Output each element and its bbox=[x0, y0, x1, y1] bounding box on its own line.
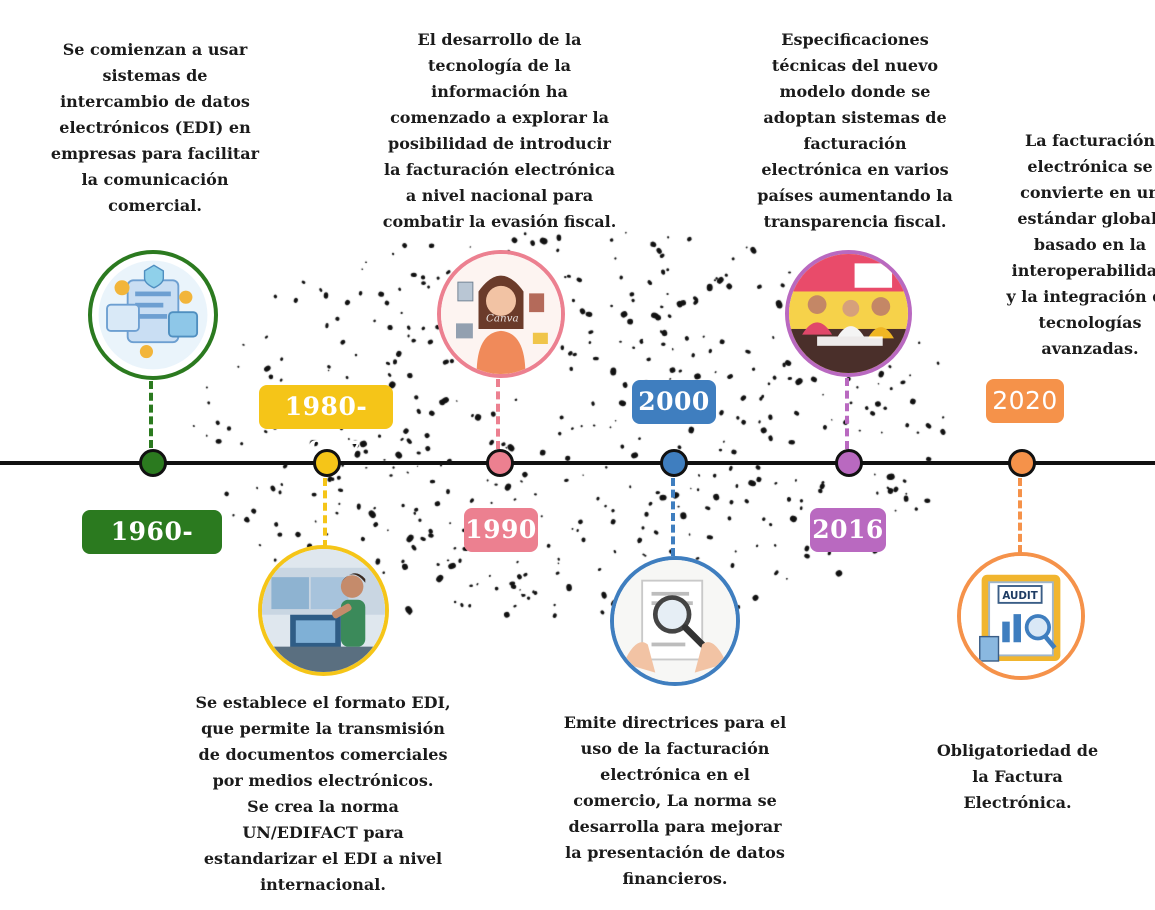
classroom-icon bbox=[785, 250, 912, 377]
timeline-dot-1980 bbox=[313, 449, 341, 477]
connector-1980 bbox=[323, 478, 327, 548]
audit-report-icon: AUDIT bbox=[957, 552, 1085, 680]
milestone-1960-text: Se comienzan a usar sistemas de intercam… bbox=[50, 40, 260, 215]
timeline-dot-2000 bbox=[660, 449, 688, 477]
year-label-1990: 1990 bbox=[464, 508, 538, 552]
year-label-2000: 2000 bbox=[632, 380, 716, 424]
office-worker-icon bbox=[258, 545, 389, 676]
milestone-2020-text2: Obligatoriedad de la Factura Electrónica… bbox=[936, 741, 1099, 812]
connector-2016 bbox=[845, 378, 849, 449]
magnifier-invoice-icon bbox=[610, 556, 740, 686]
woman-bills-icon: Canva bbox=[437, 250, 565, 378]
year-label-1980-1987: 1980-1987 bbox=[259, 385, 393, 465]
milestone-1980-text: Se establece el formato EDI, que permite… bbox=[195, 693, 451, 894]
milestone-2020-text: La facturación electrónica se convierte … bbox=[1006, 131, 1155, 358]
timeline-dot-2016 bbox=[835, 449, 863, 477]
timeline-dot-1960 bbox=[139, 449, 167, 477]
milestone-2000-text: Emite directrices para el uso de la fact… bbox=[563, 713, 787, 888]
year-label-1960-1970: 1960-1970 bbox=[82, 510, 222, 590]
connector-2020 bbox=[1018, 478, 1022, 553]
milestone-1990-text: El desarrollo de la tecnología de la inf… bbox=[382, 30, 617, 231]
connector-1960 bbox=[149, 381, 153, 448]
timeline-axis bbox=[0, 461, 1155, 465]
timeline-dot-1990 bbox=[486, 449, 514, 477]
year-label-2020: 2020 bbox=[986, 379, 1064, 423]
year-label-2016: 2016 bbox=[810, 508, 886, 552]
connector-2000 bbox=[671, 478, 675, 556]
audit-label: AUDIT bbox=[1002, 590, 1037, 602]
canva-watermark: Canva bbox=[486, 313, 519, 325]
timeline-dot-2020 bbox=[1008, 449, 1036, 477]
edi-documents-icon bbox=[88, 250, 218, 380]
milestone-2016-text: Especificaciones técnicas del nuevo mode… bbox=[757, 30, 953, 231]
connector-1990 bbox=[496, 379, 500, 449]
